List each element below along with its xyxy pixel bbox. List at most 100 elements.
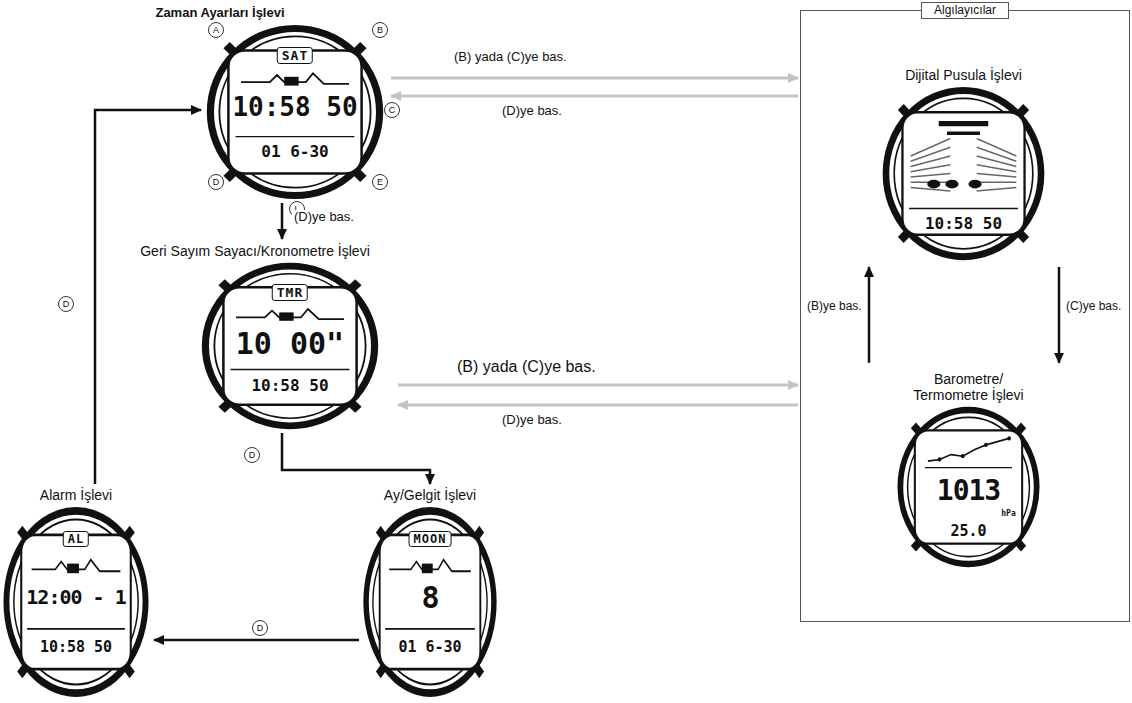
circled-key: D (252, 620, 268, 636)
compass-ray (911, 188, 951, 192)
edge-label: (D)ye bas. (500, 413, 564, 427)
mode-title: Barometre/ Termometre İşlevi (899, 371, 1039, 403)
bezel-inner (373, 519, 487, 684)
mode-title: Ay/Gelgit İşlevi (384, 487, 476, 503)
mode-title: Dijital Pusula İşlevi (905, 67, 1022, 83)
lcd-display (228, 50, 361, 173)
bezel (6, 511, 145, 693)
edge-label: (B)ye bas. (805, 300, 864, 313)
compass-dot (945, 180, 958, 189)
compass-bar (947, 132, 980, 136)
edge-label: (C)ye bas. (1064, 300, 1123, 313)
mode-title: Alarm İşlevi (40, 487, 112, 503)
pressure-point (1007, 436, 1011, 440)
edge-label: (D)ye bas. (292, 210, 356, 224)
lcd-tag: MOON (409, 531, 452, 547)
lcd-tag: SAT (277, 47, 313, 64)
bezel (900, 410, 1036, 564)
lcd-big: 1013 (937, 477, 1000, 505)
bezel (205, 266, 374, 426)
pressure-graph (928, 438, 1009, 461)
lcd-big: 8 (421, 583, 438, 613)
bezel-inner (894, 98, 1033, 249)
circled-key: D (58, 296, 74, 312)
watch-mode: Geri Sayım Sayacı/Kronometre İşleviTMR10… (200, 262, 380, 430)
lcd-small: 01 6-30 (398, 640, 461, 655)
compass-ray (911, 174, 951, 178)
edge-label: (B) yada (C)ye bas. (452, 50, 569, 64)
bezel (366, 511, 494, 693)
pressure-point (961, 454, 965, 458)
lcd-tag: TMR (272, 284, 308, 301)
flow-arrow (281, 203, 284, 239)
compass-ray (977, 165, 1017, 172)
lcd-divider (925, 467, 1012, 468)
lcd-segment (284, 77, 298, 86)
lcd-small: 10:58 50 (251, 378, 328, 394)
compass-ray (911, 147, 951, 161)
compass-ray (977, 147, 1017, 161)
flow-arrow (1058, 267, 1061, 363)
lcd-segment (67, 564, 79, 574)
button-letter: E (372, 174, 388, 190)
button-letter: D (208, 174, 224, 190)
lcd-divider (385, 628, 475, 630)
lcd-display (21, 535, 131, 669)
bezel (210, 28, 379, 195)
compass-ray (977, 139, 1017, 157)
compass-ray (977, 182, 1017, 183)
lcd-small: 10:58 50 (40, 640, 112, 655)
compass-ray (911, 165, 951, 172)
flow-arrow (282, 433, 430, 484)
flow-arrow (398, 384, 798, 387)
button-letter: A (208, 22, 224, 38)
button-letter: C (384, 102, 400, 118)
edge-label: (D)ye bas. (500, 104, 564, 118)
lcd-divider (909, 208, 1018, 209)
lcd-divider (27, 628, 125, 630)
compass-bar (939, 121, 989, 126)
lcd-display (223, 287, 356, 405)
lcd-segment (279, 312, 293, 320)
lcd-small: 10:58 50 (925, 216, 1002, 232)
flow-arrow (154, 639, 359, 642)
compass-dot (927, 180, 940, 189)
compass-ray (977, 156, 1017, 167)
circled-key: D (244, 447, 260, 463)
lcd-small: 25.0 (950, 524, 986, 539)
watch-mode: Barometre/ Termometre İşlevi1013hPa25.0 (896, 406, 1041, 568)
pressure-point (984, 443, 988, 447)
mode-title: Zaman Ayarları İşlevi (155, 6, 284, 21)
bezel-inner (219, 36, 370, 187)
compass-ray (977, 174, 1017, 178)
sensor-panel: AlgılayıcılarDijital Pusula İşlevi10:58 … (800, 10, 1130, 622)
lcd-display (902, 112, 1024, 235)
flow-arrow (398, 404, 798, 407)
watch-mode: Dijital Pusula İşlevi10:58 50 (881, 86, 1046, 261)
lcd-display (915, 430, 1022, 543)
flow-arrow (95, 110, 201, 484)
edge-label: (B) yada (C)ye bas. (455, 358, 598, 376)
lcd-unit: hPa (1001, 510, 1015, 518)
compass-ray (911, 156, 951, 167)
compass-dot (968, 180, 981, 189)
button-letter: B (372, 22, 388, 38)
bezel-inner (14, 519, 138, 684)
bezel (886, 90, 1041, 256)
flow-arrow (391, 77, 798, 80)
lcd-display (380, 535, 481, 669)
watch-mode: Alarm İşleviAL12:00 - 110:58 50 (2, 506, 150, 698)
lcd-big: 10:58 50 (232, 94, 357, 120)
compass-ray (911, 139, 951, 157)
lcd-big: 12:00 - 1 (26, 587, 125, 607)
watch-face (881, 86, 1046, 261)
flow-arrow (868, 267, 871, 363)
lcd-segment (422, 564, 433, 574)
watch-mode: Zaman Ayarları İşleviSAT10:58 5001 6-30 (205, 24, 385, 200)
lcd-big: 10 00" (236, 329, 344, 359)
bezel-inner (908, 417, 1030, 556)
lcd-tag: AL (63, 531, 89, 547)
flow-arrow (391, 95, 798, 98)
pressure-point (938, 457, 942, 461)
